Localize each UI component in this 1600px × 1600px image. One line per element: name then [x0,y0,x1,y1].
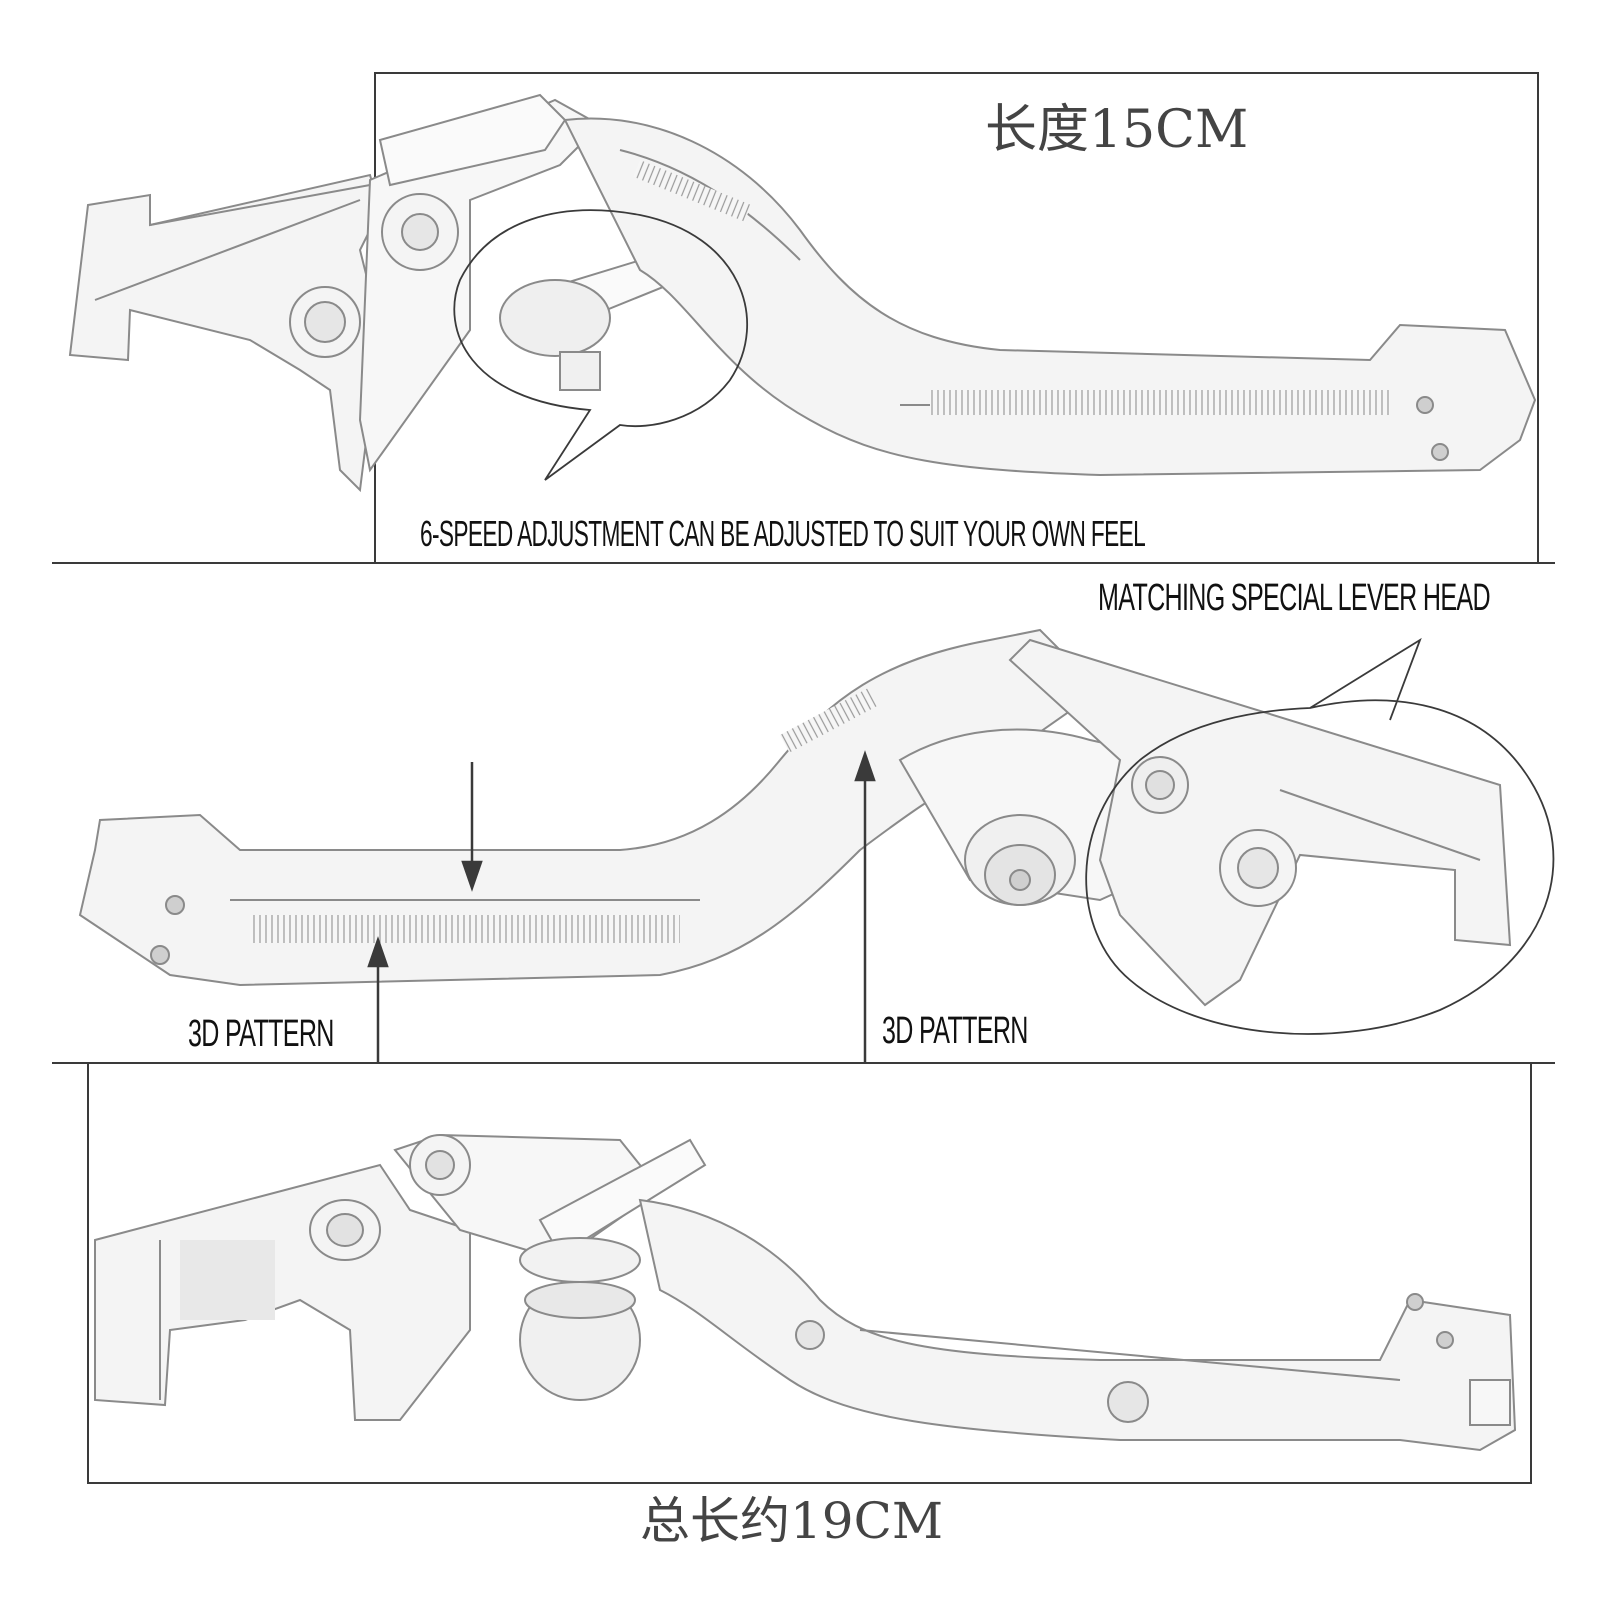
middle-lever [78,628,1512,1007]
bottom-lever [94,1133,1517,1452]
bottom-panel-frame [87,1062,1532,1484]
right-pattern-arrow-head [854,750,876,782]
top-length-label: 长度15CM [985,100,1249,160]
bottom-panel [87,1062,1532,1484]
top-lever [68,93,1537,493]
head-label: MATCHING SPECIAL LEVER HEAD [1098,577,1491,619]
pattern-arrows [367,750,876,1063]
left-pattern-arrow-head [367,936,389,968]
top-callout-bubble [453,209,749,481]
top-caption: 6-SPEED ADJUSTMENT CAN BE ADJUSTED TO SU… [420,513,1146,554]
thickness-arrow-head [461,860,483,892]
middle-callout-bubble [1085,637,1555,1035]
pattern-label-left: 3D PATTERN [188,1013,334,1055]
total-length-label: 总长约19CM [640,1492,944,1550]
middle-panel [52,628,1555,1064]
top-panel [52,72,1555,564]
pattern-label-right: 3D PATTERN [882,1010,1028,1052]
